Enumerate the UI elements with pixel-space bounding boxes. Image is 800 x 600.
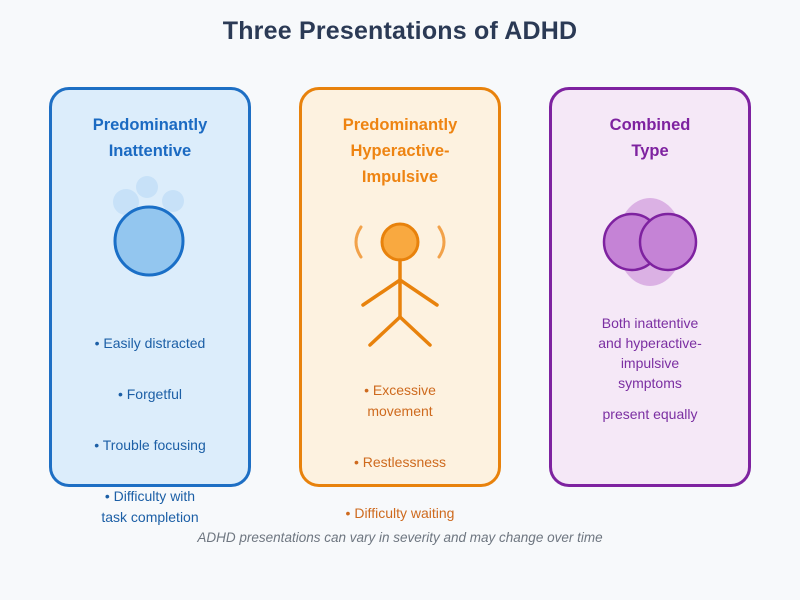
- cards-row: Predominantly Inattentive • Easily distr…: [0, 87, 800, 525]
- daydream-bubbles-icon: [95, 169, 205, 279]
- bullet-item: • Difficulty with task completion: [101, 488, 199, 525]
- bullet-item: • Trouble focusing: [94, 437, 206, 453]
- card-hyperactive-impulsive: Predominantly Hyperactive- Impulsive • E…: [299, 87, 501, 521]
- card-inattentive: Predominantly Inattentive • Easily distr…: [49, 87, 251, 525]
- page-title: Three Presentations of ADHD: [222, 17, 578, 45]
- overlapping-circles-icon: [585, 196, 715, 288]
- stick-figure-icon: [340, 221, 460, 349]
- card-combined-title: Combined Type: [609, 116, 691, 160]
- inattentive-symptom-list: • Easily distracted • Forgetful • Troubl…: [94, 312, 206, 558]
- combined-description-2: present equally: [602, 406, 698, 422]
- bullet-item: • Restlessness: [353, 454, 447, 470]
- bullet-item: • Easily distracted: [94, 335, 206, 351]
- card-hyperactive-title: Predominantly Hyperactive- Impulsive: [342, 116, 458, 186]
- card-combined-type: Combined Type Both inattentive and hyper…: [549, 87, 751, 487]
- hyperactive-symptom-list: • Excessive movement • Restlessness • Di…: [346, 359, 455, 554]
- footer-note: ADHD presentations can vary in severity …: [197, 530, 603, 545]
- bullet-item: • Forgetful: [117, 386, 183, 402]
- bullet-item: • Difficulty waiting: [345, 505, 455, 521]
- combined-description: Both inattentive and hyperactive- impuls…: [598, 315, 702, 391]
- card-inattentive-title: Predominantly Inattentive: [92, 116, 208, 160]
- bullet-item: • Excessive movement: [364, 382, 436, 419]
